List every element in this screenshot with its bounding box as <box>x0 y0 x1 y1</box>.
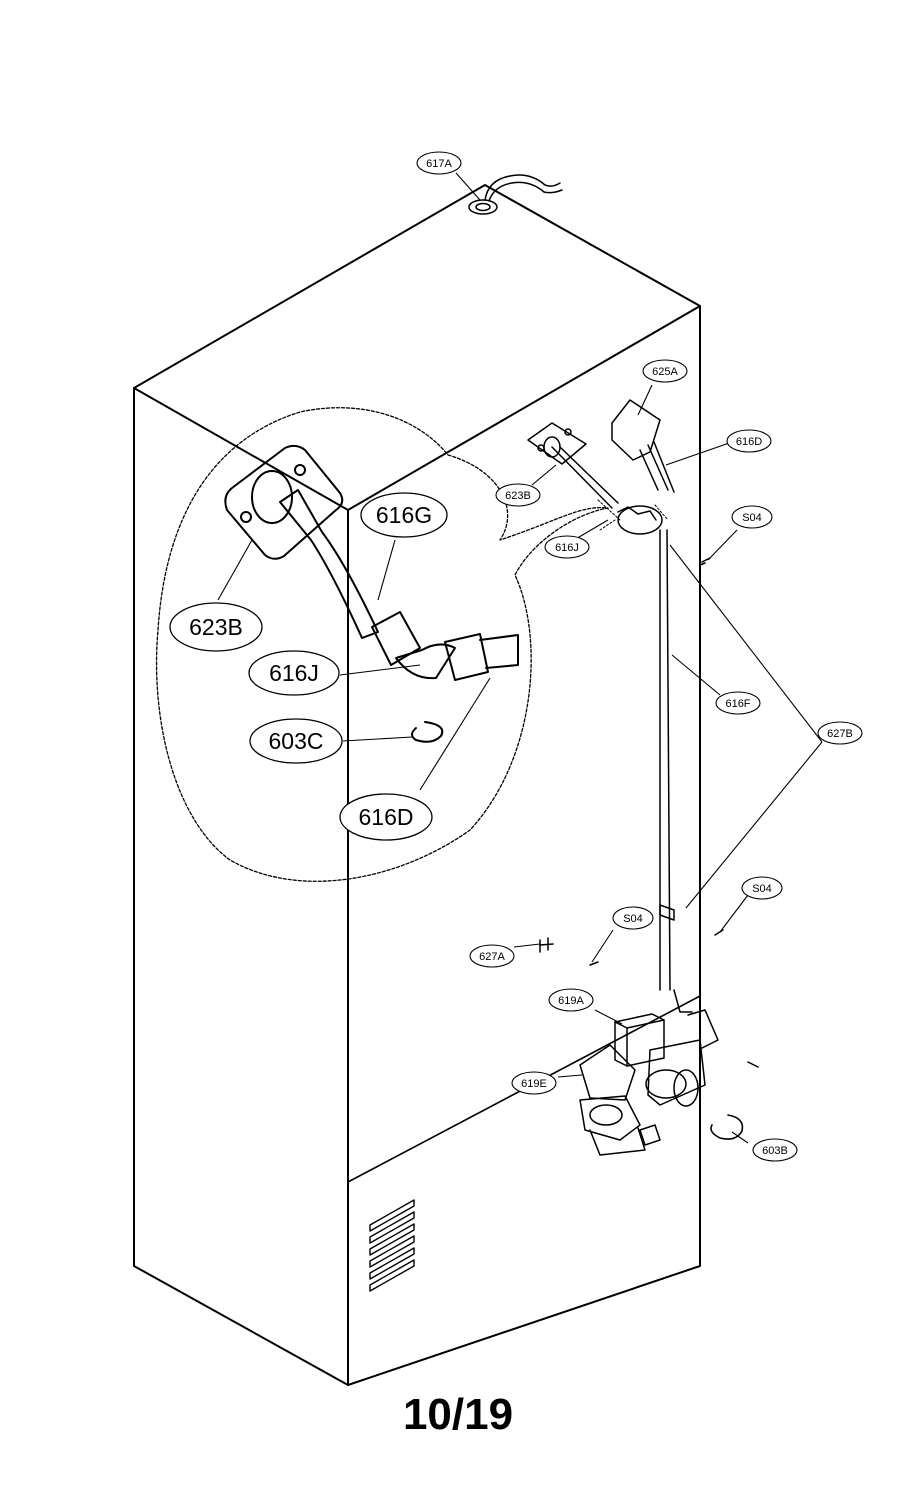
callout-s04-mid: S04 <box>612 906 654 930</box>
svg-text:617A: 617A <box>426 158 452 170</box>
svg-text:603C: 603C <box>269 728 324 754</box>
svg-text:625A: 625A <box>652 366 678 378</box>
leader-lines <box>217 172 823 1144</box>
detail-callout-616g: 616G <box>360 492 448 538</box>
svg-text:627B: 627B <box>827 728 853 740</box>
callout-619e: 619E <box>511 1071 557 1095</box>
svg-text:603B: 603B <box>762 1145 788 1157</box>
grommet-617a <box>468 174 563 215</box>
callout-616d: 616D <box>726 429 772 453</box>
callout-s04-top: S04 <box>731 505 773 529</box>
detail-plate-623b <box>224 444 344 560</box>
callout-619a: 619A <box>548 988 594 1012</box>
plate-623b <box>527 422 619 509</box>
callout-627a: 627A <box>469 944 515 968</box>
valve-assembly <box>579 989 719 1156</box>
svg-text:S04: S04 <box>742 512 762 524</box>
svg-text:S04: S04 <box>623 913 643 925</box>
svg-text:616D: 616D <box>359 804 414 830</box>
svg-text:619A: 619A <box>558 995 584 1007</box>
callout-616f: 616F <box>715 691 761 715</box>
detail-callout-603c: 603C <box>249 718 343 764</box>
callout-603b: 603B <box>752 1138 798 1162</box>
svg-text:616J: 616J <box>269 660 319 686</box>
svg-text:616F: 616F <box>725 698 750 710</box>
screws <box>589 557 759 1068</box>
svg-text:S04: S04 <box>752 883 772 895</box>
svg-text:623B: 623B <box>505 490 531 502</box>
detail-callout-616j: 616J <box>248 650 340 696</box>
callout-625a: 625A <box>642 359 688 383</box>
vent-grille <box>369 1199 415 1292</box>
callout-616j: 616J <box>544 535 590 559</box>
svg-text:627A: 627A <box>479 951 505 963</box>
svg-text:616G: 616G <box>376 502 432 528</box>
part-625a <box>611 399 675 493</box>
callout-623b: 623B <box>495 483 541 507</box>
detail-callout-623b: 623B <box>169 602 263 652</box>
svg-text:619E: 619E <box>521 1078 547 1090</box>
svg-text:616J: 616J <box>555 542 579 554</box>
callout-s04-right: S04 <box>741 876 783 900</box>
clip-603b <box>710 1114 744 1140</box>
detail-tube-616g <box>279 489 519 681</box>
cabinet-outline <box>133 184 701 1386</box>
callout-627b: 627B <box>817 721 863 745</box>
clip-627a <box>539 937 554 953</box>
svg-text:623B: 623B <box>189 614 243 640</box>
detail-callout-616d: 616D <box>339 793 433 841</box>
callout-617a: 617A <box>416 151 462 175</box>
fitting-616j <box>597 499 669 535</box>
page-number: 10/19 <box>402 1390 514 1439</box>
svg-text:616D: 616D <box>736 436 762 448</box>
detail-clip-603c <box>411 721 444 743</box>
tube-616f <box>659 529 675 991</box>
detail-bubble-outline <box>155 407 609 882</box>
